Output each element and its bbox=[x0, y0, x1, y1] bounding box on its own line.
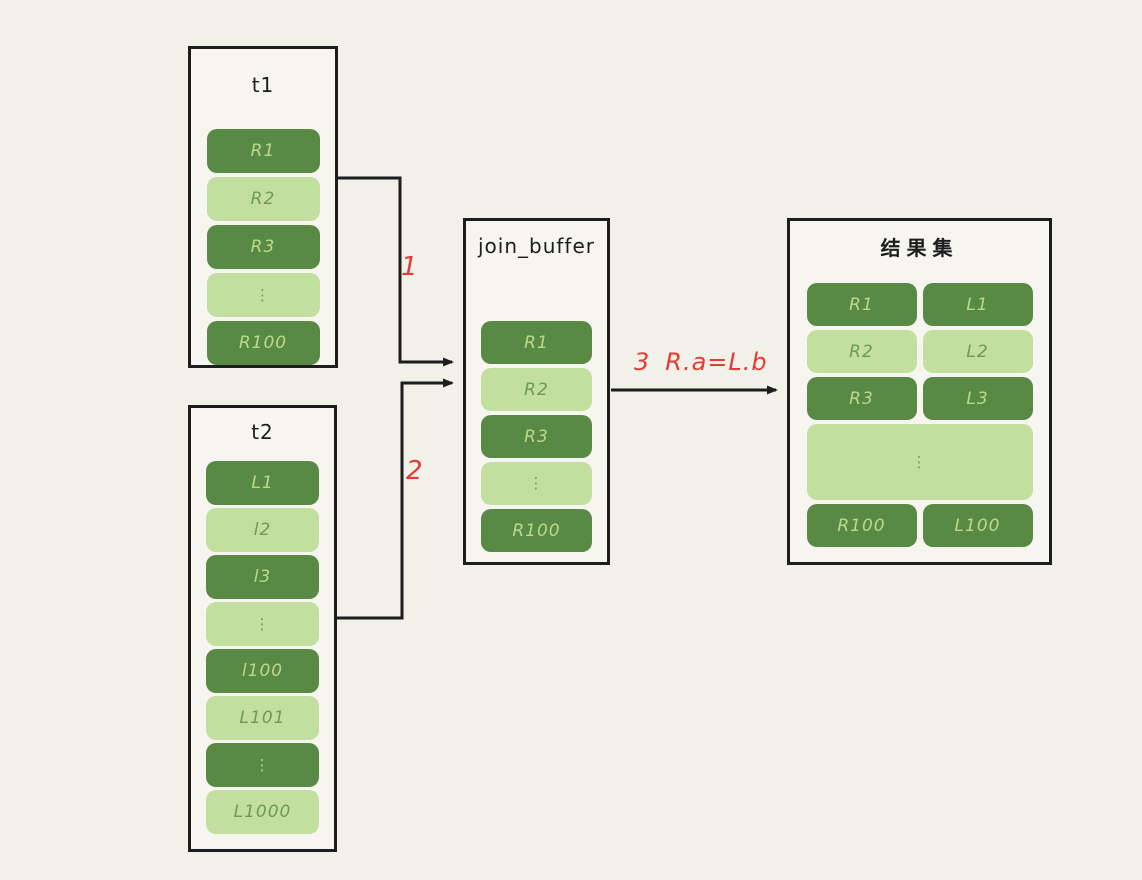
result-row-100: R100 L100 bbox=[806, 504, 1033, 547]
result-set: 结果集 R1 L1 R2 L2 R3 L3 ⋮ R100 L100 bbox=[787, 218, 1052, 565]
result-cell-r3: R3 bbox=[806, 377, 917, 420]
result-cell-r2: R2 bbox=[806, 330, 917, 373]
step-3-number: 3 bbox=[634, 348, 651, 376]
t1-row-r2: R2 bbox=[206, 177, 320, 221]
join-buffer-row-r3: R3 bbox=[481, 415, 592, 458]
result-cell-l2: L2 bbox=[922, 330, 1033, 373]
step-3-label: 3 R.a=L.b bbox=[634, 348, 768, 376]
t1-row-r1: R1 bbox=[206, 129, 320, 173]
result-row-ellipsis: ⋮ bbox=[806, 424, 1033, 500]
table-t2-rows: L1 l2 l3 ⋮ l100 L101 ⋮ L1000 bbox=[191, 461, 334, 834]
result-cell-r100: R100 bbox=[806, 504, 917, 547]
t2-row-l3: l3 bbox=[206, 555, 319, 599]
t2-row-ellipsis-2: ⋮ bbox=[206, 743, 319, 787]
result-cell-l3: L3 bbox=[922, 377, 1033, 420]
table-t1-title: t1 bbox=[251, 73, 275, 97]
t1-row-ellipsis: ⋮ bbox=[206, 273, 320, 317]
table-t1-rows: R1 R2 R3 ⋮ R100 bbox=[191, 129, 335, 365]
result-row-2: R2 L2 bbox=[806, 330, 1033, 373]
t2-row-l101: L101 bbox=[206, 696, 319, 740]
join-buffer-row-r2: R2 bbox=[481, 368, 592, 411]
step-2-label: 2 bbox=[406, 456, 424, 486]
t2-row-l1000: L1000 bbox=[206, 790, 319, 834]
join-buffer-title: join_buffer bbox=[477, 234, 595, 258]
t2-row-l2: l2 bbox=[206, 508, 319, 552]
join-buffer-rows: R1 R2 R3 ⋮ R100 bbox=[466, 321, 607, 552]
t2-row-ellipsis-1: ⋮ bbox=[206, 602, 319, 646]
result-set-title: 结果集 bbox=[880, 236, 959, 260]
t1-row-r100: R100 bbox=[206, 321, 320, 365]
result-cell-r1: R1 bbox=[806, 283, 917, 326]
join-buffer-row-ellipsis: ⋮ bbox=[481, 462, 592, 505]
join-buffer-row-r1: R1 bbox=[481, 321, 592, 364]
t1-row-r3: R3 bbox=[206, 225, 320, 269]
result-row-3: R3 L3 bbox=[806, 377, 1033, 420]
result-cell-l1: L1 bbox=[922, 283, 1033, 326]
result-cell-l100: L100 bbox=[922, 504, 1033, 547]
arrow-t2-to-join-buffer bbox=[336, 378, 454, 620]
step-1-label: 1 bbox=[401, 252, 419, 282]
result-cell-ellipsis: ⋮ bbox=[806, 424, 1033, 500]
result-set-rows: R1 L1 R2 L2 R3 L3 ⋮ R100 L100 bbox=[790, 283, 1049, 547]
table-t2: t2 L1 l2 l3 ⋮ l100 L101 ⋮ L1000 bbox=[188, 405, 337, 852]
t2-row-l1: L1 bbox=[206, 461, 319, 505]
join-buffer: join_buffer R1 R2 R3 ⋮ R100 bbox=[463, 218, 610, 565]
step-3-condition: R.a=L.b bbox=[665, 348, 768, 376]
result-row-1: R1 L1 bbox=[806, 283, 1033, 326]
t2-row-l100: l100 bbox=[206, 649, 319, 693]
table-t2-title: t2 bbox=[251, 420, 274, 444]
table-t1: t1 R1 R2 R3 ⋮ R100 bbox=[188, 46, 338, 368]
join-buffer-row-r100: R100 bbox=[481, 509, 592, 552]
arrow-t1-to-join-buffer bbox=[338, 176, 454, 367]
